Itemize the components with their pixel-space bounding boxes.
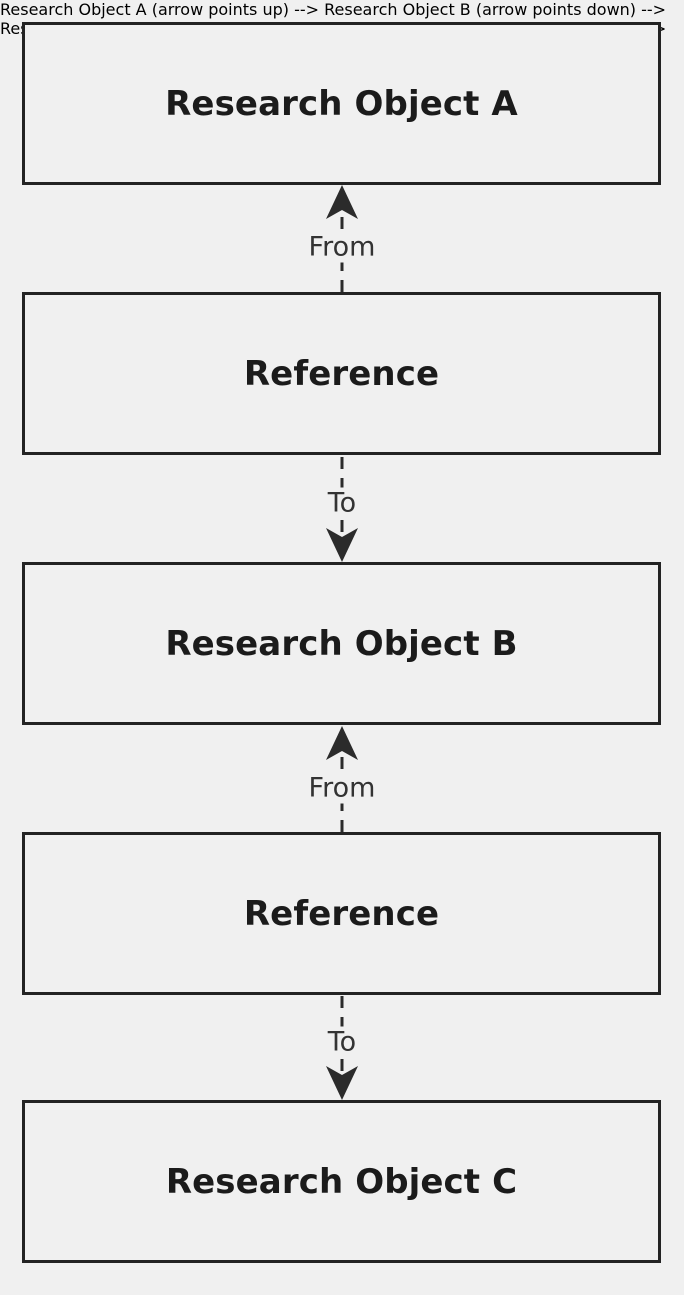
arrowhead-up-icon xyxy=(326,185,358,219)
node-label: Research Object A xyxy=(165,83,518,124)
edge-label-from: From xyxy=(302,772,382,804)
edge-from-reference1-to-object-a: From xyxy=(0,185,684,292)
node-reference-2[interactable]: Reference xyxy=(22,832,661,995)
arrowhead-down-icon xyxy=(326,1066,358,1100)
edge-connector-down xyxy=(326,996,358,1100)
arrowhead-down-icon xyxy=(326,528,358,562)
edge-to-object-c: To xyxy=(0,996,684,1100)
edge-connector-down xyxy=(326,457,358,562)
edge-from-reference2-to-object-b: From xyxy=(0,726,684,832)
node-label: Reference xyxy=(243,893,440,934)
node-label: Reference xyxy=(243,353,440,394)
edge-label-from: From xyxy=(302,231,382,263)
node-label: Research Object B xyxy=(165,623,518,664)
node-label: Research Object C xyxy=(165,1161,518,1202)
node-research-object-a[interactable]: Research Object A xyxy=(22,22,661,185)
arrowhead-up-icon xyxy=(326,726,358,760)
node-research-object-b[interactable]: Research Object B xyxy=(22,562,661,725)
node-research-object-c[interactable]: Research Object C xyxy=(22,1100,661,1263)
edge-to-object-b: To xyxy=(0,457,684,562)
node-reference-1[interactable]: Reference xyxy=(22,292,661,455)
edge-label-to: To xyxy=(321,487,363,519)
edge-label-to: To xyxy=(321,1026,363,1058)
